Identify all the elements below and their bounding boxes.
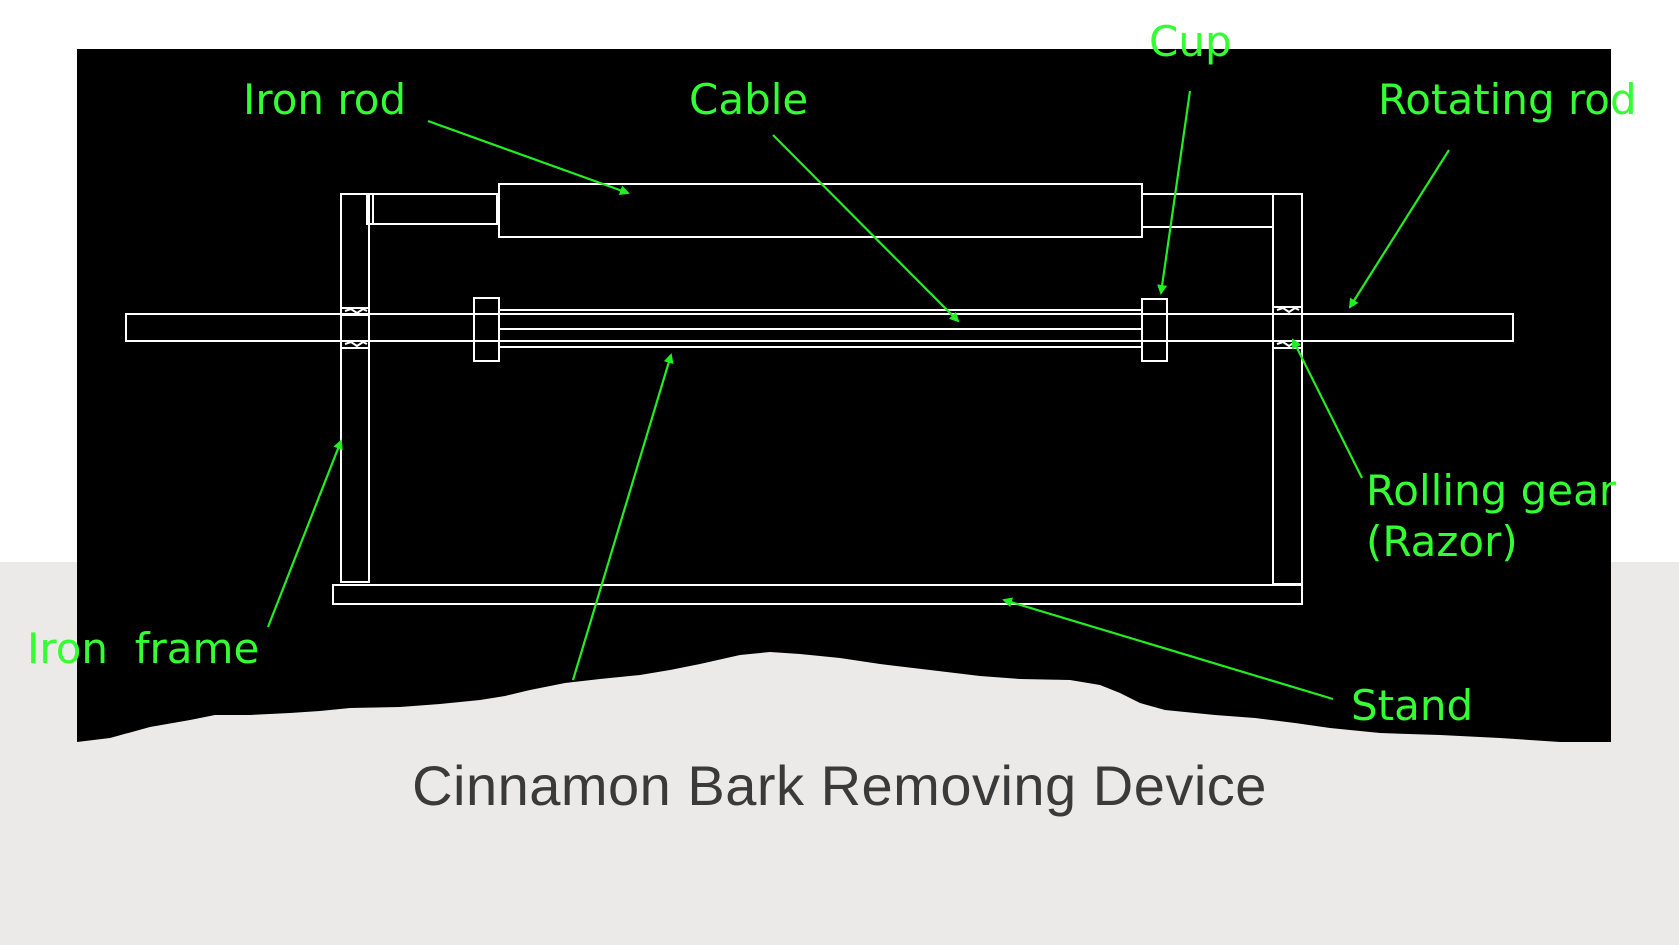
rotating-rod-arrow [1348, 149, 1450, 309]
label-rolling-gear: Rolling gear [1366, 466, 1617, 515]
callout-arrows [266, 90, 1450, 701]
label-stand: Stand [1351, 681, 1473, 730]
label-razor: (Razor) [1366, 517, 1518, 566]
label-iron-frame: Iron frame [27, 624, 259, 673]
cup-arrow [1157, 90, 1192, 295]
rotating-rod-shape [125, 313, 1514, 342]
line-art [125, 183, 1514, 605]
stand-arrow [1002, 597, 1334, 701]
iron-frame-arrow [266, 439, 343, 628]
cable-arrow [772, 134, 960, 323]
rolling-gear-arrow [1292, 338, 1363, 479]
slide-caption: Cinnamon Bark Removing Device [412, 754, 1267, 817]
stand-base [332, 584, 1303, 605]
left-top-connector [366, 193, 498, 225]
label-iron-rod: Iron rod [243, 75, 406, 124]
label-cable: Cable [689, 75, 808, 124]
left-cup [473, 297, 500, 362]
lower-cable-arrow [571, 353, 674, 681]
iron-rod-arrow [427, 119, 630, 195]
right-cup [1141, 298, 1168, 362]
drawing-panel [77, 49, 1611, 742]
label-cup: Cup [1149, 17, 1232, 66]
callout-labels: Iron rod Cable Cup Rotating rod Rolling … [27, 17, 1637, 730]
left-frame-post [340, 193, 370, 583]
left-rolling-gear [340, 307, 370, 349]
label-rotating-rod: Rotating rod [1378, 75, 1637, 124]
